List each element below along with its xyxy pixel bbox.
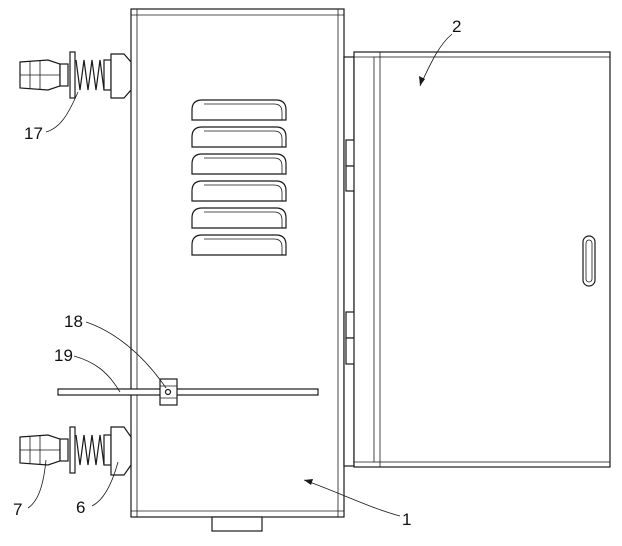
label-7: 7: [13, 500, 22, 519]
vent-slot: [191, 207, 287, 229]
label-18: 18: [64, 312, 83, 331]
leader-lines: [27, 33, 453, 517]
vent-slot: [191, 126, 287, 148]
vent-slot-inner-edge: [204, 157, 283, 174]
vent-slots: [191, 99, 287, 256]
bottom-spring-connector: [19, 426, 132, 476]
vent-slot-inner-edge: [204, 184, 283, 201]
vent-slot-inner-edge: [204, 103, 283, 120]
door-panel: [353, 51, 611, 468]
label-2: 2: [452, 17, 461, 36]
vent-slot: [191, 180, 287, 202]
vent-slot: [191, 99, 287, 121]
vent-slot-inner-edge: [204, 130, 283, 147]
label-1: 1: [402, 510, 411, 529]
top-spring-connector: [19, 51, 132, 99]
vent-slot: [191, 153, 287, 175]
cabinet-body: [130, 8, 345, 532]
vent-slot-inner-edge: [204, 238, 283, 255]
vent-slot-inner-edge: [204, 211, 283, 228]
label-17: 17: [24, 124, 43, 143]
vent-slot: [191, 234, 287, 256]
label-19: 19: [54, 346, 73, 365]
label-6: 6: [76, 498, 85, 517]
